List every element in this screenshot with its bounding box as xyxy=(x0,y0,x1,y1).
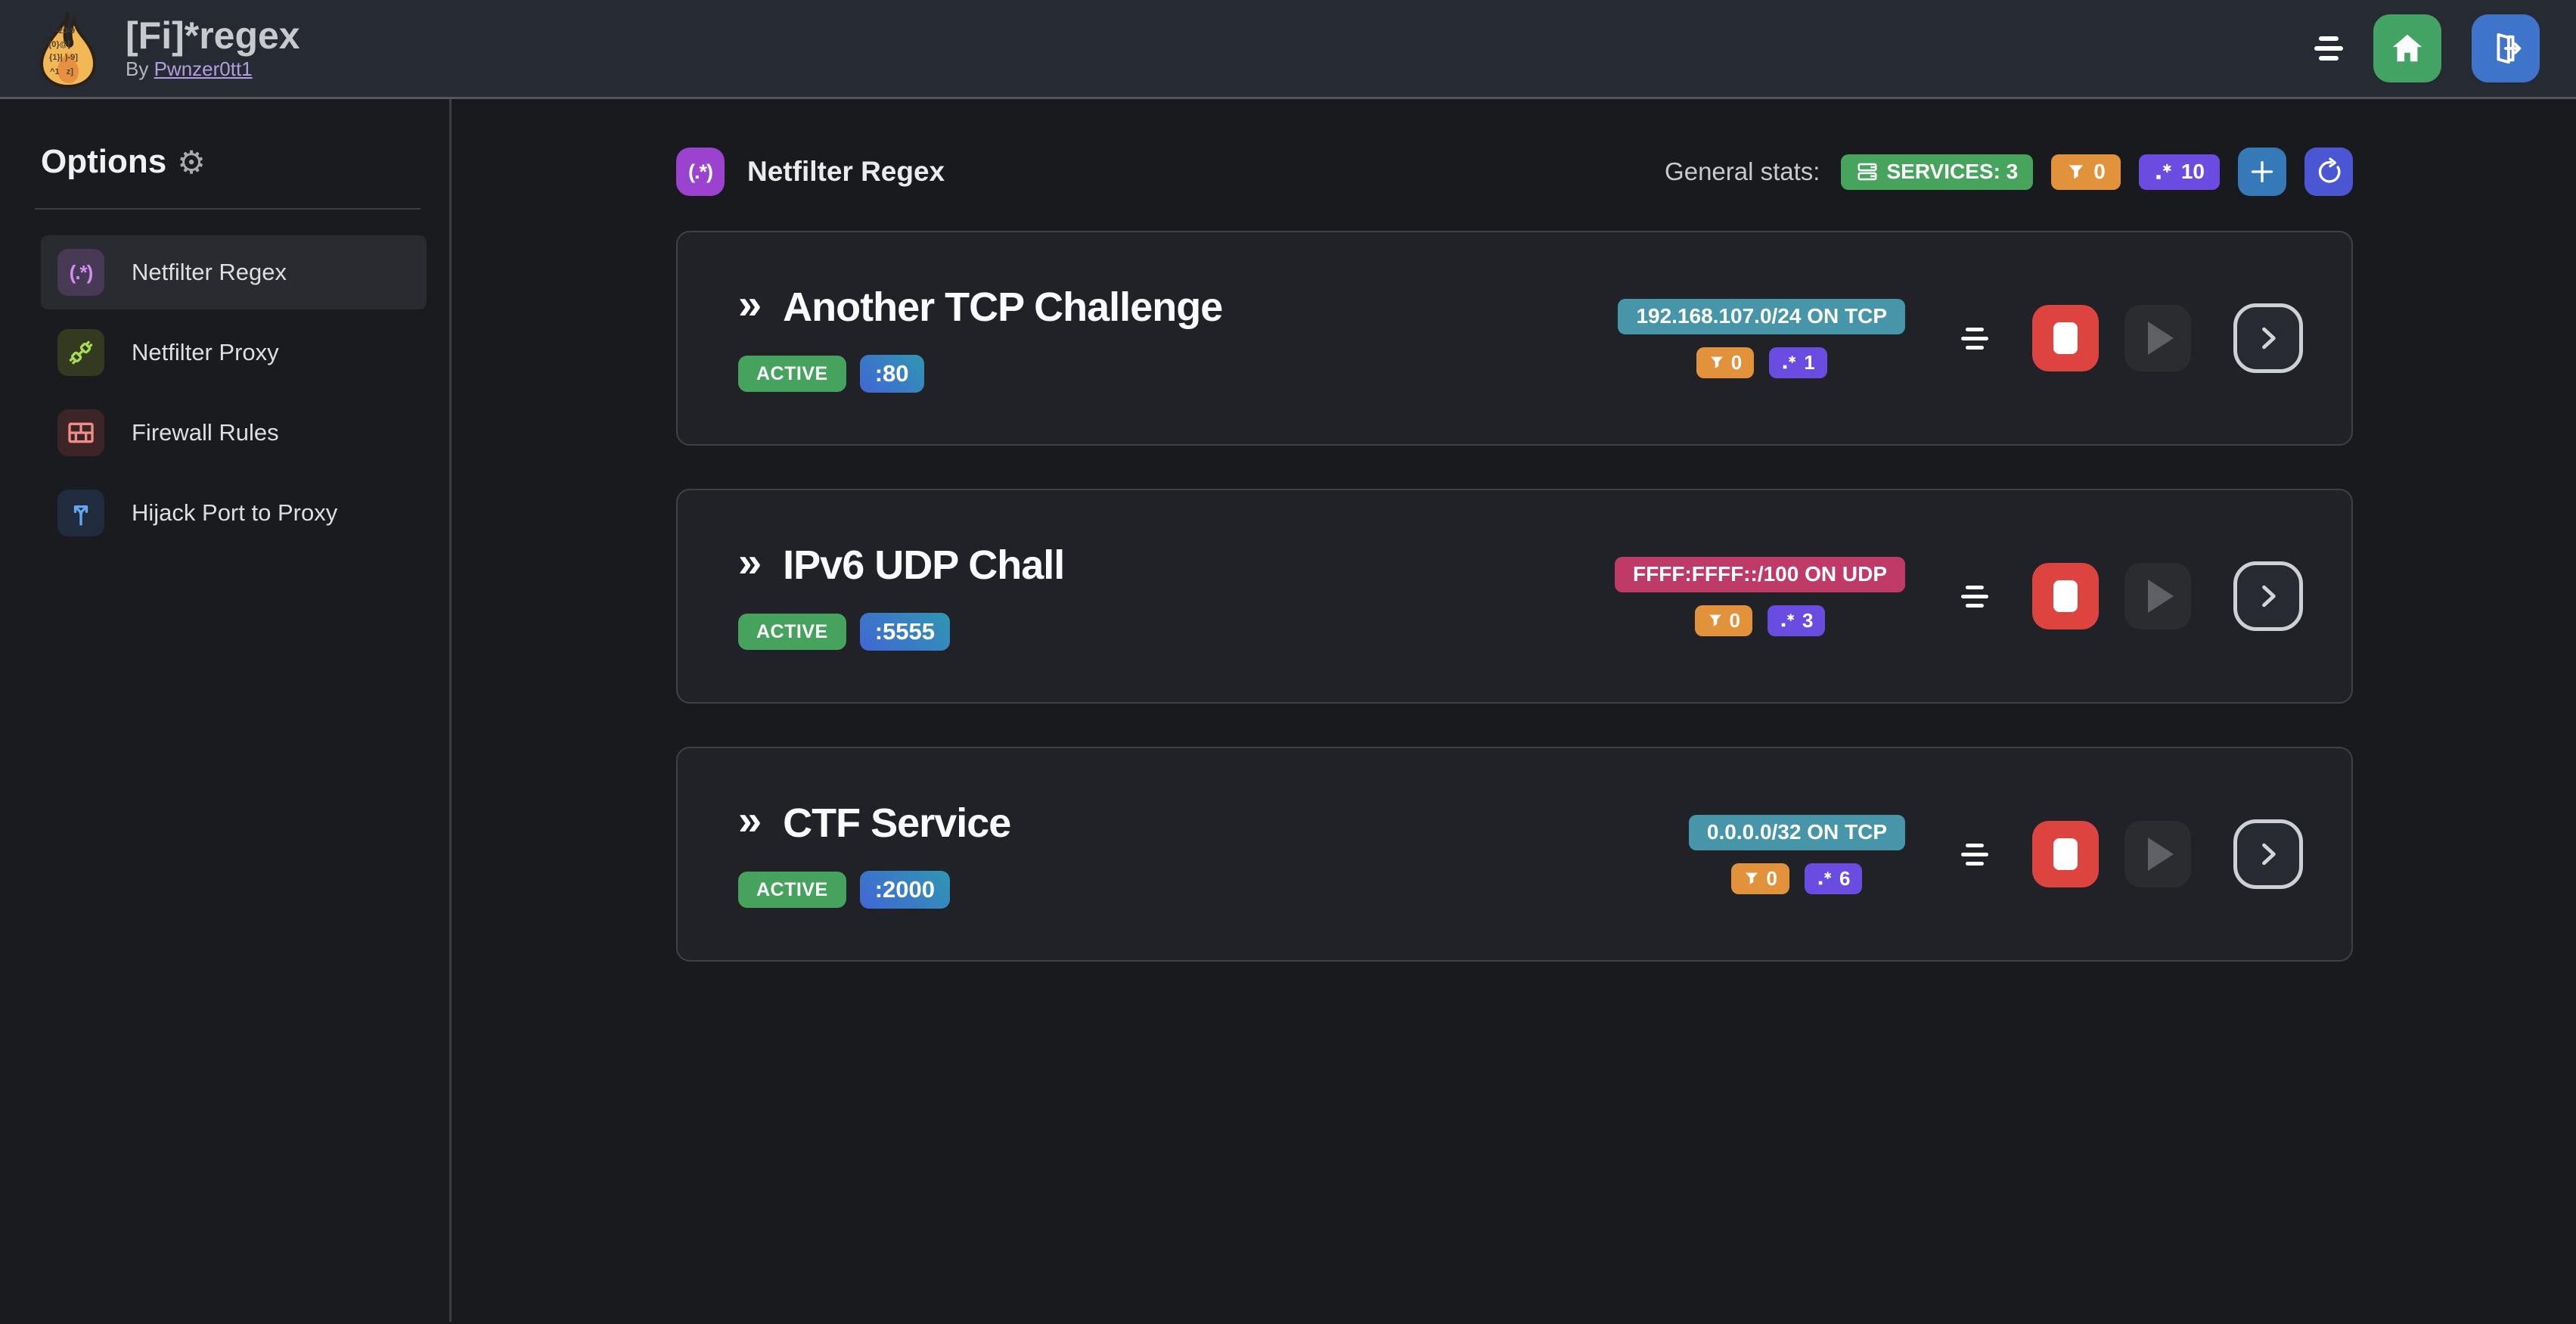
netfilter-regex-icon: (.*) xyxy=(676,148,725,196)
plus-icon xyxy=(2251,160,2273,183)
address-badge: 0.0.0.0/32 ON TCP xyxy=(1688,814,1905,850)
port-badge: :5555 xyxy=(859,613,950,651)
address-badge: FFFF:FFFF::/100 ON UDP xyxy=(1615,556,1905,592)
plug-icon xyxy=(57,329,104,376)
port-badge: :80 xyxy=(859,355,924,393)
regex-count-badge: 1 xyxy=(1769,347,1827,378)
open-service-button[interactable] xyxy=(2233,561,2303,631)
author-link[interactable]: Pwnzer0tt1 xyxy=(154,57,253,80)
regex-count-badge: 6 xyxy=(1804,862,1863,894)
top-navbar: -z0-9 {0}@[ {1}| )-9] ^1 z] [Fi]*regex B… xyxy=(0,0,2576,99)
service-menu-icon[interactable] xyxy=(1961,327,1988,350)
status-badge: ACTIVE xyxy=(738,356,846,392)
flame-logo-icon: -z0-9 {0}@[ {1}| )-9] ^1 z] xyxy=(39,11,97,88)
gear-icon: ⚙ xyxy=(177,144,206,180)
page-title: Netfilter Regex xyxy=(747,156,945,187)
refresh-icon xyxy=(2318,157,2341,183)
regex-dot-star-icon xyxy=(1783,356,1796,369)
service-card: » CTF Service ACTIVE :2000 0.0.0.0/32 ON… xyxy=(676,747,2353,962)
stop-icon xyxy=(2053,322,2078,354)
app-title: [Fi]*regex xyxy=(126,14,300,57)
svg-text:^1 z]: ^1 z] xyxy=(50,67,73,76)
regex-count-badge: 10 xyxy=(2138,154,2220,190)
regex-dot-star-icon xyxy=(2156,163,2171,179)
chevron-right-icon xyxy=(2262,327,2276,350)
main-panel: (.*) Netfilter Regex General stats: SERV… xyxy=(452,99,2576,1322)
service-name: Another TCP Challenge xyxy=(783,284,1223,330)
add-service-button[interactable] xyxy=(2238,148,2286,196)
service-menu-icon[interactable] xyxy=(1961,843,1988,866)
service-name: IPv6 UDP Chall xyxy=(783,542,1065,588)
regex-dot-star-icon xyxy=(1818,872,1832,885)
filter-count-badge: 0 xyxy=(1731,862,1789,894)
open-service-button[interactable] xyxy=(2233,819,2303,889)
regex-dot-star-icon xyxy=(1781,614,1795,627)
server-icon xyxy=(1858,163,1877,181)
sidebar: Options ⚙ (.*) Netfilter Regex xyxy=(0,99,452,1322)
sidebar-item-hijack-port[interactable]: Hijack Port to Proxy xyxy=(41,476,427,550)
double-chevron-icon: » xyxy=(738,280,762,328)
home-button[interactable] xyxy=(2373,14,2441,82)
filter-count-badge: 0 xyxy=(1694,605,1752,636)
brick-wall-icon xyxy=(57,409,104,456)
logout-icon xyxy=(2497,33,2522,64)
split-arrows-icon xyxy=(57,490,104,536)
status-badge: ACTIVE xyxy=(738,614,846,650)
stop-icon xyxy=(2053,838,2078,870)
stop-service-button[interactable] xyxy=(2032,305,2099,371)
service-card: » Another TCP Challenge ACTIVE :80 192.1… xyxy=(676,231,2353,446)
port-badge: :2000 xyxy=(859,871,950,909)
address-badge: 192.168.107.0/24 ON TCP xyxy=(1618,298,1905,334)
funnel-icon xyxy=(1709,614,1721,626)
svg-text:{1}| )-9]: {1}| )-9] xyxy=(49,53,78,62)
stop-service-button[interactable] xyxy=(2032,563,2099,629)
start-service-button[interactable] xyxy=(2124,563,2191,629)
sidebar-item-firewall-rules[interactable]: Firewall Rules xyxy=(41,396,427,470)
sidebar-divider xyxy=(35,208,421,210)
double-chevron-icon: » xyxy=(738,538,762,586)
regex-count-badge: 3 xyxy=(1768,605,1826,636)
brand: -z0-9 {0}@[ {1}| )-9] ^1 z] [Fi]*regex B… xyxy=(30,9,300,88)
service-card: » IPv6 UDP Chall ACTIVE :5555 FFFF:FFFF:… xyxy=(676,489,2353,704)
open-service-button[interactable] xyxy=(2233,303,2303,373)
funnel-icon xyxy=(1746,872,1758,884)
logout-button[interactable] xyxy=(2472,14,2540,82)
stop-icon xyxy=(2053,580,2078,612)
svg-text:-z0-9: -z0-9 xyxy=(56,26,75,36)
sidebar-nav: (.*) Netfilter Regex Netfilter Proxy xyxy=(41,235,427,550)
play-icon xyxy=(2148,580,2174,613)
sidebar-item-netfilter-proxy[interactable]: Netfilter Proxy xyxy=(41,315,427,390)
sidebar-heading: Options ⚙ xyxy=(41,143,206,180)
funnel-icon xyxy=(2069,165,2084,179)
double-chevron-icon: » xyxy=(738,796,762,844)
stop-service-button[interactable] xyxy=(2032,821,2099,887)
filters-count-badge: 0 xyxy=(2051,154,2121,190)
start-service-button[interactable] xyxy=(2124,821,2191,887)
regex-icon: (.*) xyxy=(57,249,104,296)
service-list: » Another TCP Challenge ACTIVE :80 192.1… xyxy=(676,231,2353,962)
funnel-icon xyxy=(1710,356,1723,368)
service-name: CTF Service xyxy=(783,800,1011,846)
navbar-menu-icon[interactable] xyxy=(2314,36,2343,61)
home-icon xyxy=(2392,34,2422,62)
filter-count-badge: 0 xyxy=(1696,347,1755,378)
play-icon xyxy=(2148,838,2174,871)
chevron-right-icon xyxy=(2262,585,2276,608)
svg-text:{0}@[: {0}@[ xyxy=(48,40,70,49)
services-count-badge: SERVICES: 3 xyxy=(1841,154,2034,190)
byline: By Pwnzer0tt1 xyxy=(126,57,253,80)
start-service-button[interactable] xyxy=(2124,305,2191,371)
service-menu-icon[interactable] xyxy=(1961,585,1988,608)
general-stats-label: General stats: xyxy=(1665,157,1820,185)
chevron-right-icon xyxy=(2262,843,2276,866)
refresh-button[interactable] xyxy=(2304,148,2353,196)
status-badge: ACTIVE xyxy=(738,872,846,908)
play-icon xyxy=(2148,322,2174,355)
sidebar-item-netfilter-regex[interactable]: (.*) Netfilter Regex xyxy=(41,235,427,309)
